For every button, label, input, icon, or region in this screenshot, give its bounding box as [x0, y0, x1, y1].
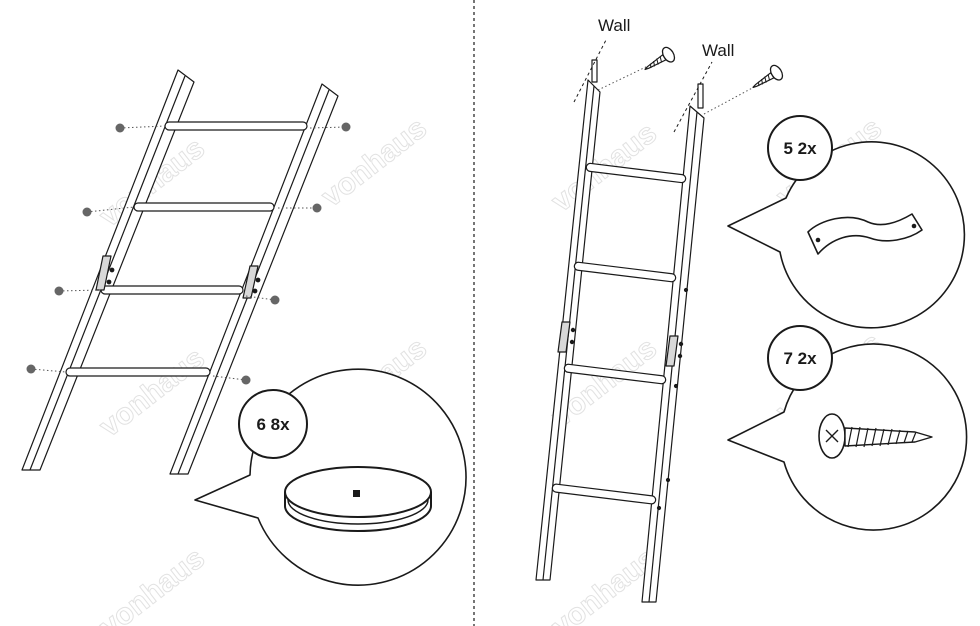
hinge-plate	[95, 255, 112, 291]
bolt-hole	[252, 288, 258, 294]
screw-thread	[649, 56, 663, 69]
rung	[585, 162, 687, 184]
cap-dot	[312, 203, 322, 213]
leader-line	[30, 368, 67, 373]
hinge-plate	[665, 335, 679, 367]
leader-line	[703, 85, 757, 115]
callout-cap: 6 8x	[194, 368, 467, 586]
bolt-hole	[106, 279, 112, 285]
bracket-part	[807, 213, 923, 255]
cap-dot	[341, 122, 351, 132]
hinge-plate	[557, 321, 571, 353]
cap-disc-rim	[287, 499, 429, 525]
rung	[563, 363, 667, 385]
bolt-hole	[677, 353, 683, 359]
screw-leaders	[597, 65, 757, 115]
screw-thread	[847, 426, 917, 448]
cap-dot	[115, 123, 125, 133]
leader-line	[212, 375, 247, 381]
rung	[133, 202, 275, 212]
screw-hole	[673, 383, 679, 389]
screw-hole	[683, 287, 689, 293]
bracket-hole	[815, 237, 821, 243]
wall-bracket	[591, 59, 598, 83]
part-badge	[767, 325, 833, 391]
bolt-hole	[570, 327, 576, 333]
wall-line	[673, 61, 713, 133]
bolt-hole	[255, 277, 261, 283]
bolt-hole	[678, 341, 684, 347]
hinge-plate	[242, 265, 259, 299]
callout-bracket: 5 2x	[727, 115, 966, 329]
screw-hole	[656, 505, 662, 511]
cap-dot	[241, 375, 251, 385]
rung	[573, 261, 677, 283]
rung	[551, 483, 657, 505]
watermark: vonhaus	[93, 542, 211, 626]
right-ladder	[535, 59, 705, 603]
screw-top-2	[752, 64, 784, 89]
rung	[164, 121, 308, 131]
part-badge	[767, 115, 833, 181]
leader-line	[245, 295, 276, 301]
bolt-hole	[109, 267, 115, 273]
leader-line	[597, 65, 649, 91]
wall-label: Wall	[702, 41, 734, 60]
rung	[100, 285, 244, 295]
cap-dot	[26, 364, 36, 374]
left-ladder	[21, 69, 339, 475]
cap-dots	[26, 122, 351, 385]
leader-line	[58, 289, 102, 292]
rung	[65, 367, 211, 377]
cap-dot	[270, 295, 280, 305]
watermark: vonhaus	[315, 112, 433, 214]
bracket-hole	[911, 223, 917, 229]
wall-indicators	[573, 39, 713, 133]
cap-dot	[54, 286, 64, 296]
part-badge	[238, 389, 308, 459]
cap-markers	[30, 125, 347, 381]
part-label: 7 2x	[783, 349, 817, 368]
cap-center-mark	[353, 490, 360, 497]
part-label: 6 8x	[256, 415, 290, 434]
screw-cross	[825, 429, 839, 443]
cap-dot	[82, 207, 92, 217]
bolt-hole	[569, 339, 575, 345]
screw-thread	[757, 74, 771, 87]
wall-label: Wall	[598, 16, 630, 35]
wall-bracket	[697, 83, 704, 109]
screw-top-1	[644, 46, 676, 71]
callout-screw: 7 2x	[727, 325, 968, 531]
part-label: 5 2x	[783, 139, 817, 158]
screw-hole	[665, 477, 671, 483]
